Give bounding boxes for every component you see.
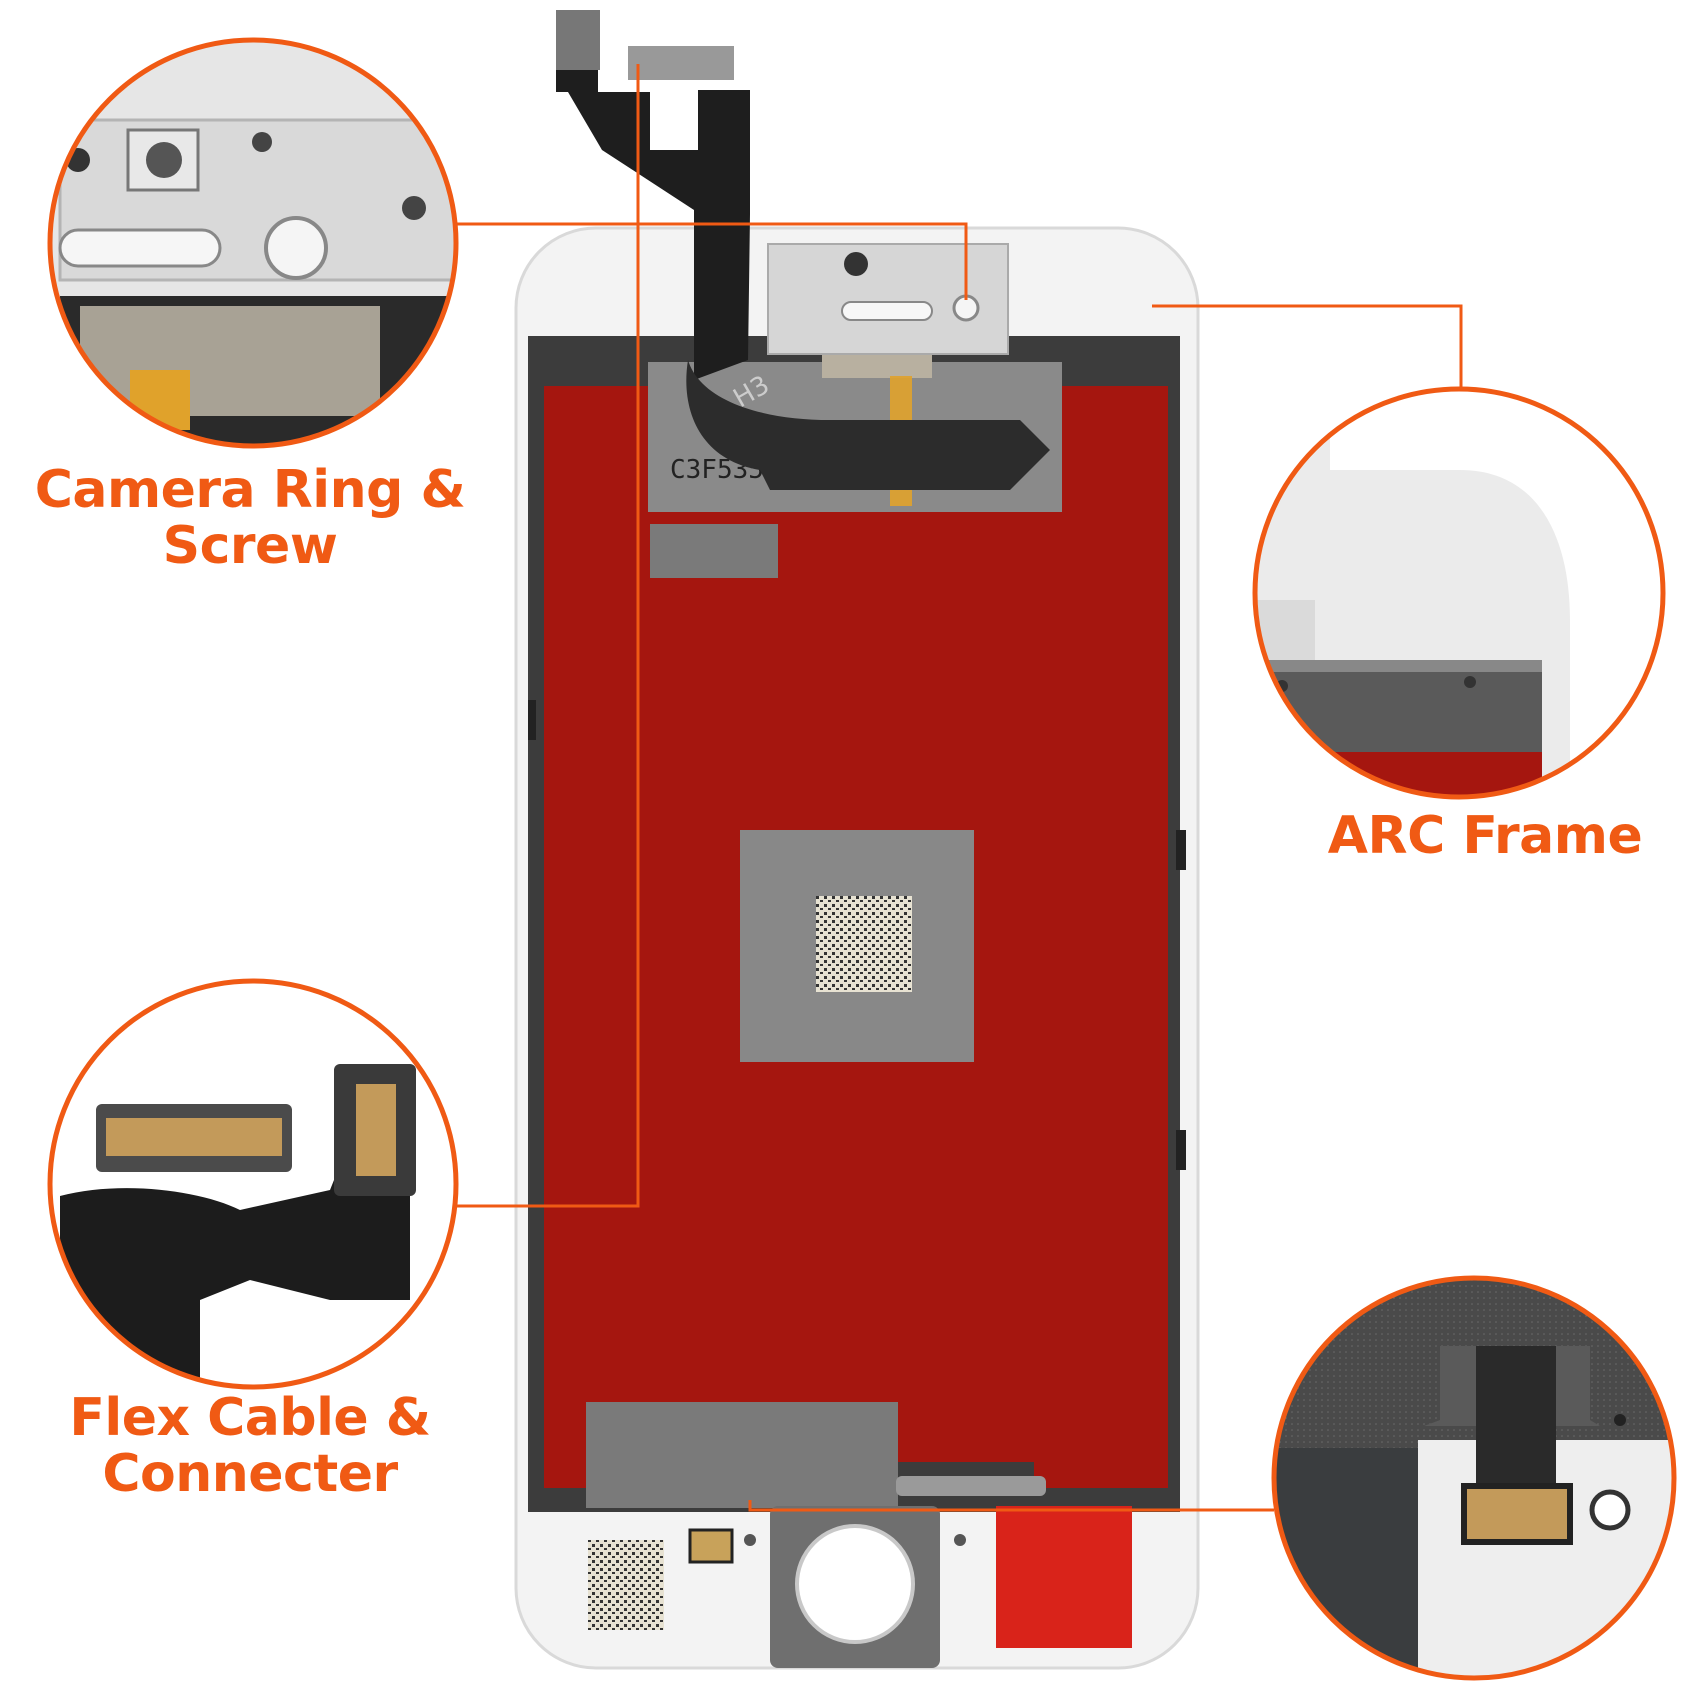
arc-callout-line xyxy=(1152,304,1463,392)
flex-detail-circle xyxy=(47,978,459,1390)
camera-detail-ring xyxy=(264,216,328,280)
bottom-red-sticker xyxy=(996,1506,1132,1648)
flex-connector-top-1 xyxy=(556,10,600,70)
bottom-tab xyxy=(896,1476,1046,1496)
arc-frame-detail-circle xyxy=(1252,386,1666,800)
left-shield xyxy=(650,524,778,578)
bottom-screw-1 xyxy=(744,1534,756,1546)
lcd-assembly: C3F5355 H3 xyxy=(514,10,1200,1670)
camera-callout-line xyxy=(455,222,968,300)
arc-callout-line-1: ARC Frame xyxy=(1327,806,1643,866)
flex-connector-top-2 xyxy=(628,46,734,80)
bottom-callout-line xyxy=(748,1500,1274,1512)
flex-callout-line xyxy=(455,64,640,1208)
side-clip-right-2 xyxy=(1176,1130,1186,1170)
front-camera xyxy=(844,252,868,276)
bottom-connector-detail-circle xyxy=(1271,1275,1677,1681)
camera-callout-line-1: Camera Ring & xyxy=(34,460,466,520)
camera-detail-circle xyxy=(47,37,459,449)
bottom-flex-connector xyxy=(688,1528,734,1564)
flex-callout-line-2: Connecter xyxy=(102,1444,398,1505)
home-button-hole xyxy=(795,1524,915,1644)
camera-callout-line-2: Screw xyxy=(162,516,338,577)
flex-cable-callout-label: Flex Cable & Connecter xyxy=(40,1390,460,1502)
side-clip-right-1 xyxy=(1176,830,1186,870)
callout-lines xyxy=(455,64,1463,1512)
flex-callout-line-1: Flex Cable & xyxy=(69,1388,431,1448)
side-clip-left-1 xyxy=(528,700,536,740)
earpiece-slot xyxy=(841,301,933,321)
lcd-flex-cable xyxy=(556,16,750,380)
flex-cable-body xyxy=(686,360,1050,490)
center-barcode xyxy=(816,896,912,992)
camera-ring-callout-label: Camera Ring & Screw xyxy=(20,462,480,574)
arc-frame-callout-label: ARC Frame xyxy=(1290,808,1680,864)
bottom-barcode xyxy=(588,1540,664,1630)
camera-detail-lens xyxy=(146,142,182,178)
bottom-shield xyxy=(586,1402,898,1508)
bottom-screw-2 xyxy=(954,1534,966,1546)
